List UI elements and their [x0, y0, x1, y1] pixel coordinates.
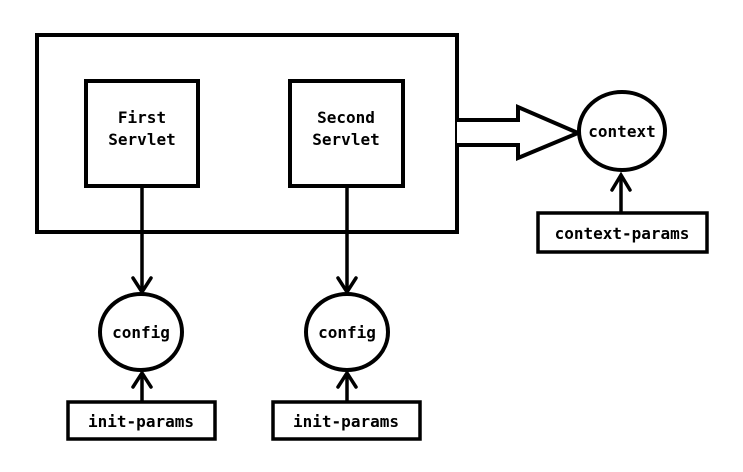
context-circle	[577, 90, 667, 172]
config-left-circle	[98, 292, 184, 372]
config-left-label: config	[112, 323, 170, 342]
context-params-label: context-params	[555, 224, 690, 243]
init-params-right-box	[271, 400, 422, 441]
config-right-label: config	[318, 323, 376, 342]
up-arrowhead-icon	[336, 369, 358, 389]
init-params-right-label: init-params	[293, 412, 399, 431]
first-servlet-label-line1: First	[118, 108, 166, 127]
context-label: context	[588, 122, 655, 141]
init-params-left-label: init-params	[88, 412, 194, 431]
init-params-left-box	[66, 400, 217, 441]
first-servlet-label-line2: Servlet	[108, 130, 175, 149]
context-params-box	[536, 211, 709, 254]
second-servlet-label-line1: Second	[317, 108, 375, 127]
up-arrowhead-icon	[610, 171, 632, 192]
up-arrowhead-icon	[131, 369, 153, 389]
down-arrowhead-icon	[131, 276, 153, 296]
container-to-context-block-arrow-icon	[457, 103, 584, 161]
second-servlet-label-line2: Servlet	[312, 130, 379, 149]
